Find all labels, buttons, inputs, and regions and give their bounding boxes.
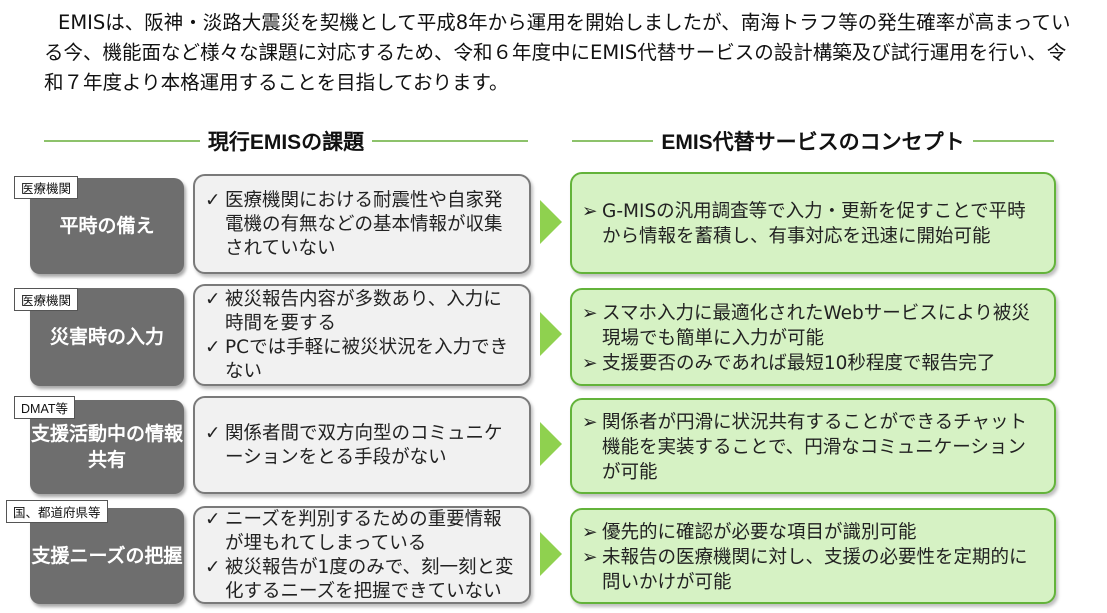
check-icon: ✓ (205, 337, 221, 358)
concept-heading-text: EMIS代替サービスのコンセプト (661, 131, 965, 154)
concept-box: ➢ G-MISの汎用調査等で入力・更新を促すことで平時から情報を蓄積し、有事対応… (570, 172, 1056, 274)
heading-rule-left (572, 140, 654, 142)
target-tag: DMAT等 (14, 396, 75, 419)
issue-item: ✓ PCでは手軽に被災状況を入力できない (205, 337, 509, 382)
issue-box: ✓ 被災報告内容が多数あり、入力に時間を要する ✓ PCでは手軽に被災状況を入力… (193, 284, 531, 386)
issue-item: ✓ 関係者間で双方向型のコミュニケーションをとる手段がない (205, 423, 503, 468)
arrow-right-icon (540, 422, 562, 466)
arrow-right-icon (540, 532, 562, 576)
concept-box: ➢ スマホ入力に最適化されたWebサービスにより被災現場でも簡単に入力が可能 ➢… (570, 288, 1056, 386)
concept-item: ➢ 支援要否のみであれば最短10秒程度で報告完了 (582, 352, 996, 374)
arrow-bullet-icon: ➢ (582, 352, 598, 374)
arrow-right-icon (540, 200, 562, 244)
heading-rule-left (44, 140, 200, 142)
current-issues-heading-text: 現行EMISの課題 (207, 131, 365, 154)
issue-box: ✓ 関係者間で双方向型のコミュニケーションをとる手段がない (193, 396, 531, 494)
arrow-bullet-icon: ➢ (582, 521, 598, 543)
issue-box: ✓ 医療機関における耐震性や自家発電機の有無などの基本情報が収集されていない (193, 174, 531, 274)
concept-heading: EMIS代替サービスのコンセプト (572, 124, 1054, 158)
concept-item: ➢ G-MISの汎用調査等で入力・更新を促すことで平時から情報を蓄積し、有事対応… (582, 201, 1026, 247)
issue-item: ✓ 被災報告が1度のみで、刻一刻と変化するニーズを把握できていない (205, 557, 514, 602)
issue-item: ✓ ニーズを判別するための重要情報が埋もれてしまっている (205, 509, 502, 554)
concept-item: ➢ スマホ入力に最適化されたWebサービスにより被災現場でも簡単に入力が可能 (582, 302, 1030, 349)
concept-box: ➢ 優先的に確認が必要な項目が識別可能 ➢ 未報告の医療機関に対し、支援の必要性… (570, 508, 1056, 604)
check-icon: ✓ (205, 423, 221, 444)
check-icon: ✓ (205, 289, 221, 310)
target-tag: 医療機関 (14, 288, 79, 311)
arrow-bullet-icon: ➢ (582, 302, 598, 324)
check-icon: ✓ (205, 509, 221, 530)
arrow-bullet-icon: ➢ (582, 201, 598, 222)
current-issues-heading: 現行EMISの課題 (44, 124, 528, 158)
heading-rule-right (972, 140, 1054, 142)
target-tag: 国、都道府県等 (6, 500, 108, 523)
concept-box: ➢ 関係者が円滑に状況共有することができるチャット機能を実装することで、円滑なコ… (570, 398, 1056, 494)
concept-item: ➢ 未報告の医療機関に対し、支援の必要性を定期的に問いかけが可能 (582, 546, 1028, 593)
arrow-right-icon (540, 312, 562, 356)
intro-paragraph: EMISは、阪神・淡路大震災を契機として平成8年から運用を開始しましたが、南海ト… (44, 11, 1071, 94)
issue-box: ✓ ニーズを判別するための重要情報が埋もれてしまっている ✓ 被災報告が1度のみ… (193, 506, 531, 604)
arrow-bullet-icon: ➢ (582, 546, 598, 568)
concept-item: ➢ 関係者が円滑に状況共有することができるチャット機能を実装することで、円滑なコ… (582, 411, 1027, 483)
issue-item: ✓ 被災報告内容が多数あり、入力に時間を要する (205, 289, 502, 334)
concept-item: ➢ 優先的に確認が必要な項目が識別可能 (582, 521, 917, 543)
issue-item: ✓ 医療機関における耐震性や自家発電機の有無などの基本情報が収集されていない (205, 190, 503, 259)
check-icon: ✓ (205, 557, 221, 578)
category-box: 支援ニーズの把握 (30, 508, 184, 604)
check-icon: ✓ (205, 190, 221, 211)
target-tag: 医療機関 (14, 176, 79, 199)
arrow-bullet-icon: ➢ (582, 411, 598, 433)
category-box: 支援活動中の情報共有 (30, 400, 184, 494)
heading-rule-right (372, 140, 528, 142)
category-box: 災害時の入力 (30, 288, 184, 386)
